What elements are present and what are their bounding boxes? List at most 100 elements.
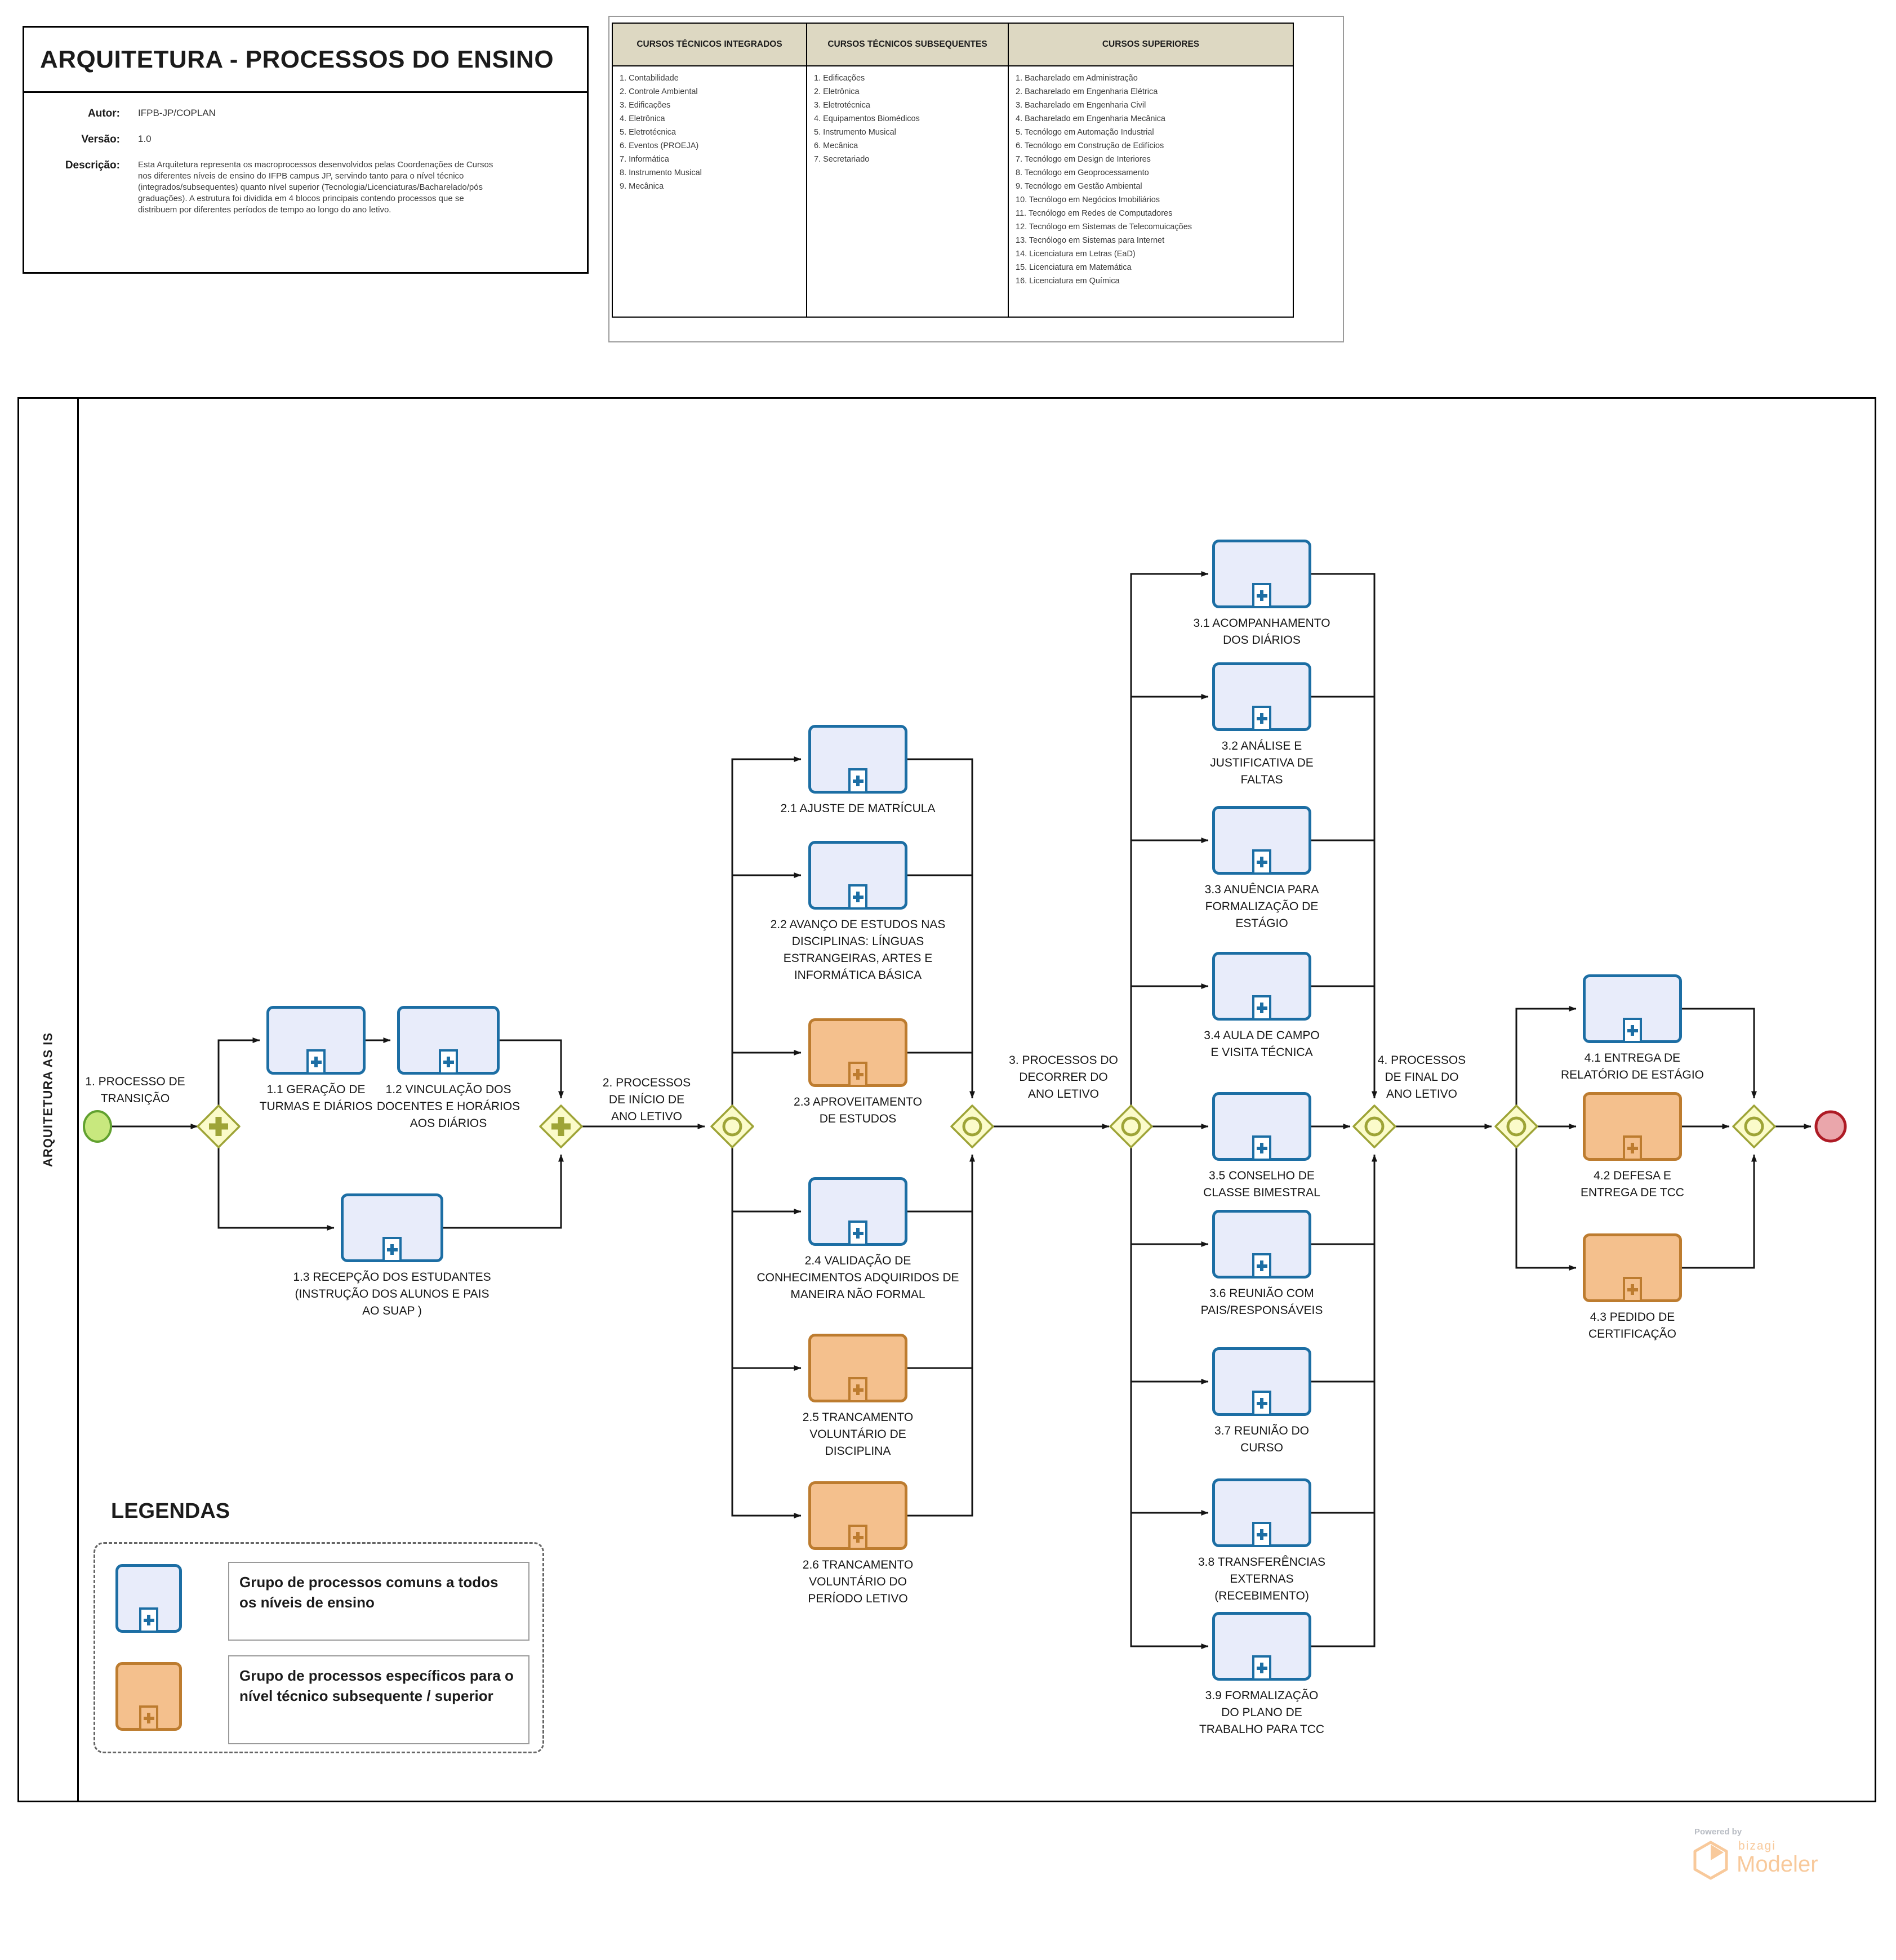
legend-specific-sample — [115, 1662, 182, 1731]
field-versao-label: Versão: — [81, 133, 120, 145]
gateway-inclusive-split-2[interactable] — [710, 1104, 754, 1148]
end-event[interactable] — [1814, 1110, 1847, 1143]
subprocess-plus-icon — [139, 1705, 158, 1731]
subprocess-t35[interactable] — [1212, 1092, 1311, 1161]
subprocess-label-t36: 3.6 REUNIÃO COM PAIS/RESPONSÁVEIS — [1200, 1287, 1323, 1317]
powered-by-label: Powered by — [1694, 1827, 1742, 1837]
subprocess-plus-icon — [1623, 1018, 1642, 1043]
legend-specific-text-frame: Grupo de processos específicos para o ní… — [228, 1655, 529, 1744]
gateway-inclusive-join-4[interactable] — [1732, 1104, 1776, 1148]
course-item: 7. Tecnólogo em Design de Interiores — [1016, 155, 1151, 164]
subprocess-t33[interactable] — [1212, 806, 1311, 875]
subprocess-t43[interactable] — [1583, 1233, 1682, 1302]
sequence-flow — [217, 1146, 335, 1231]
sequence-flow — [443, 1154, 564, 1229]
course-item: 3. Edificações — [620, 101, 671, 110]
subprocess-label-t22: 2.2 AVANÇO DE ESTUDOS NAS DISCIPLINAS: L… — [770, 918, 946, 982]
legend-box: Grupo de processos comuns a todos os nív… — [94, 1542, 544, 1753]
course-item: 2. Controle Ambiental — [620, 87, 698, 96]
subprocess-label-t38: 3.8 TRANSFERÊNCIAS EXTERNAS (RECEBIMENTO… — [1198, 1556, 1325, 1602]
subprocess-plus-icon — [1623, 1135, 1642, 1161]
subprocess-t36[interactable] — [1212, 1210, 1311, 1279]
subprocess-plus-icon — [139, 1607, 158, 1633]
subprocess-label-t35: 3.5 CONSELHO DE CLASSE BIMESTRAL — [1203, 1169, 1320, 1199]
subprocess-t34[interactable] — [1212, 952, 1311, 1021]
subprocess-label-t42: 4.2 DEFESA E ENTREGA DE TCC — [1581, 1169, 1684, 1199]
page-title: ARQUITETURA - PROCESSOS DO ENSINO — [40, 45, 554, 73]
subprocess-t38[interactable] — [1212, 1478, 1311, 1547]
subprocess-plus-icon — [1252, 1135, 1271, 1161]
course-item: 3. Eletrotécnica — [814, 101, 870, 110]
course-item: 15. Licenciatura em Matemática — [1016, 263, 1132, 272]
subprocess-plus-icon — [848, 1220, 867, 1246]
parallel-plus-icon — [209, 1117, 228, 1136]
subprocess-t32[interactable] — [1212, 662, 1311, 731]
course-item: 14. Licenciatura em Letras (EaD) — [1016, 250, 1136, 259]
sequence-flow — [731, 1146, 802, 1214]
gateway-inclusive-join-3[interactable] — [1352, 1104, 1396, 1148]
sequence-flow — [1311, 1154, 1377, 1647]
subprocess-label-t23: 2.3 APROVEITAMENTO DE ESTUDOS — [794, 1095, 922, 1125]
subprocess-label-t12: 1.2 VINCULAÇÃO DOS DOCENTES E HORÁRIOS A… — [376, 1083, 520, 1130]
subprocess-plus-icon — [848, 884, 867, 910]
subprocess-plus-icon — [439, 1049, 458, 1075]
sequence-flow — [217, 1037, 260, 1107]
start-event[interactable] — [83, 1110, 112, 1143]
course-item: 1. Contabilidade — [620, 74, 679, 83]
title-fields: Autor: IFPB-JP/COPLAN Versão: 1.0 Descri… — [24, 93, 587, 216]
title-row: ARQUITETURA - PROCESSOS DO ENSINO — [24, 28, 587, 93]
subprocess-plus-icon — [1252, 583, 1271, 608]
phase-label-p1: 1. PROCESSO DE TRANSIÇÃO — [85, 1075, 185, 1105]
inclusive-circle-icon — [1364, 1116, 1385, 1137]
gateway-parallel-join-1[interactable] — [539, 1104, 583, 1148]
pool-arquitetura-as-is[interactable]: ARQUITETURA AS IS — [17, 397, 1876, 1802]
course-item: 1. Bacharelado em Administração — [1016, 74, 1138, 83]
subprocess-label-t37: 3.7 REUNIÃO DO CURSO — [1214, 1424, 1310, 1454]
subprocess-t22[interactable] — [808, 841, 907, 910]
subprocess-t11[interactable] — [266, 1006, 366, 1075]
sequence-flow — [1515, 1006, 1577, 1107]
legend-title: LEGENDAS — [111, 1499, 230, 1523]
sequence-flow — [907, 758, 975, 1099]
subprocess-t21[interactable] — [808, 725, 907, 794]
phase-label-p3: 3. PROCESSOS DO DECORRER DO ANO LETIVO — [1009, 1054, 1118, 1101]
course-column-header: CURSOS TÉCNICOS INTEGRADOS — [613, 24, 806, 66]
gateway-inclusive-split-4[interactable] — [1494, 1104, 1538, 1148]
subprocess-plus-icon — [306, 1049, 326, 1075]
subprocess-plus-icon — [1252, 995, 1271, 1021]
course-item: 6. Tecnólogo em Construção de Edifícios — [1016, 141, 1164, 150]
subprocess-t26[interactable] — [808, 1481, 907, 1550]
subprocess-label-t34: 3.4 AULA DE CAMPO E VISITA TÉCNICA — [1204, 1029, 1320, 1059]
subprocess-t37[interactable] — [1212, 1347, 1311, 1416]
course-items-list: 1. Contabilidade 2. Controle Ambiental 3. … — [613, 66, 806, 197]
gateway-inclusive-join-2[interactable] — [950, 1104, 994, 1148]
phase-label-p2: 2. PROCESSOS DE INÍCIO DE ANO LETIVO — [602, 1076, 691, 1123]
subprocess-t12[interactable] — [397, 1006, 500, 1075]
course-item: 16. Licenciatura em Química — [1016, 277, 1120, 286]
subprocess-plus-icon — [1252, 1253, 1271, 1279]
course-item: 12. Tecnólogo em Sistemas de Telecomuica… — [1016, 222, 1192, 231]
subprocess-label-t32: 3.2 ANÁLISE E JUSTIFICATIVA DE FALTAS — [1210, 740, 1314, 786]
subprocess-t23[interactable] — [808, 1018, 907, 1087]
subprocess-t31[interactable] — [1212, 540, 1311, 608]
gateway-inclusive-split-3[interactable] — [1109, 1104, 1153, 1148]
subprocess-label-t26: 2.6 TRANCAMENTO VOLUNTÁRIO DO PERÍODO LE… — [802, 1558, 914, 1605]
title-block: ARQUITETURA - PROCESSOS DO ENSINO Autor:… — [23, 26, 589, 274]
subprocess-label-t39: 3.9 FORMALIZAÇÃO DO PLANO DE TRABALHO PA… — [1199, 1689, 1325, 1736]
subprocess-t24[interactable] — [808, 1177, 907, 1246]
subprocess-t42[interactable] — [1583, 1092, 1682, 1161]
sequence-flow — [1682, 1008, 1757, 1099]
subprocess-t13[interactable] — [341, 1193, 443, 1262]
subprocess-t39[interactable] — [1212, 1612, 1311, 1681]
gateway-parallel-split-1[interactable] — [197, 1104, 241, 1148]
subprocess-t25[interactable] — [808, 1334, 907, 1402]
course-item: 5. Instrumento Musical — [814, 128, 896, 137]
subprocess-t41[interactable] — [1583, 974, 1682, 1043]
course-item: 7. Secretariado — [814, 155, 870, 164]
